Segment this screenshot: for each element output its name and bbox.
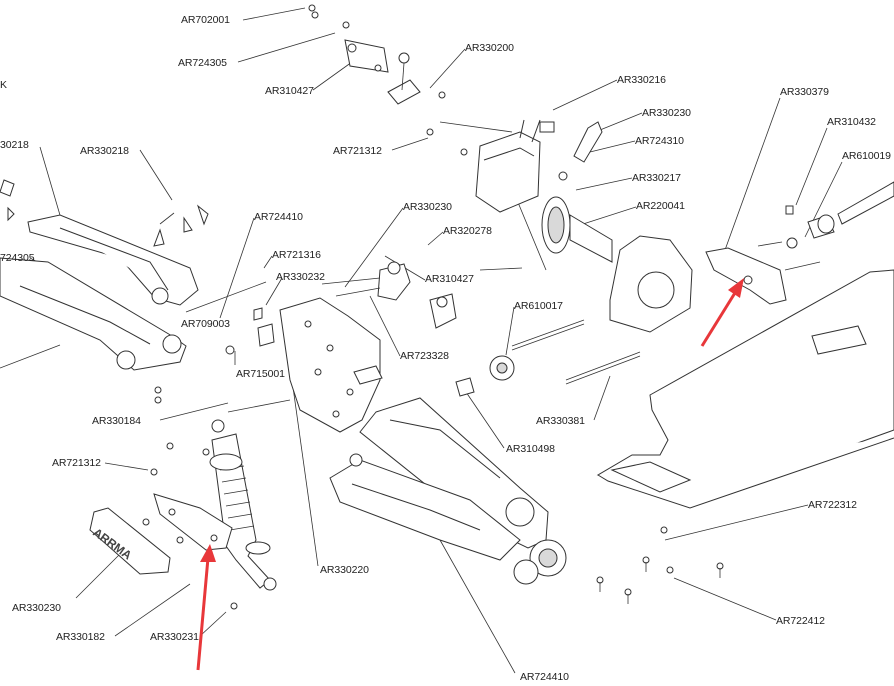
callout-ar330184: AR330184 [92, 415, 141, 427]
callout-k-partial: K [0, 79, 7, 91]
callout-ar330217: AR330217 [632, 172, 681, 184]
callout-ar724410-top: AR724410 [254, 211, 303, 223]
callout-ar330218: AR330218 [80, 145, 129, 157]
callout-ar724310: AR724310 [635, 135, 684, 147]
callout-ar722312: AR722312 [808, 499, 857, 511]
callout-ar610019: AR610019 [842, 150, 891, 162]
mount-plate [89, 507, 171, 575]
upper-suspension-arm [0, 179, 209, 371]
gearbox-assembly [308, 4, 693, 333]
rear-bulkhead [705, 181, 894, 305]
callout-ar320278: AR320278 [443, 225, 492, 237]
callout-ar709003: AR709003 [181, 318, 230, 330]
callout-ar310427-top: AR310427 [265, 85, 314, 97]
callout-ar610017: AR610017 [514, 300, 563, 312]
callout-ar310432: AR310432 [827, 116, 876, 128]
callout-ar330379: AR330379 [780, 86, 829, 98]
callout-ar721312-left: AR721312 [52, 457, 101, 469]
red-arrows [196, 278, 744, 671]
chassis-plate [596, 269, 894, 509]
lower-suspension-arm [329, 397, 567, 585]
callout-ar724410-bottom: AR724410 [520, 671, 569, 683]
callout-ar330230-bottom: AR330230 [12, 602, 61, 614]
pins-and-shafts [185, 281, 724, 604]
callout-ar310498: AR310498 [506, 443, 555, 455]
callout-ar330381: AR330381 [536, 415, 585, 427]
callout-ar330231: AR330231 [150, 631, 199, 643]
callout-ar715001: AR715001 [236, 368, 285, 380]
callout-ar330182: AR330182 [56, 631, 105, 643]
callout-ar702001: AR702001 [181, 14, 230, 26]
callout-ar330220: AR330220 [320, 564, 369, 576]
callout-ar310427-mid: AR310427 [425, 273, 474, 285]
callout-ar724305-left: 724305 [0, 252, 35, 264]
callout-ar723328: AR723328 [400, 350, 449, 362]
callout-ar722412: AR722412 [776, 615, 825, 627]
callout-ar330230-top: AR330230 [642, 107, 691, 119]
shock-absorber [150, 386, 277, 610]
callout-ar330232: AR330232 [276, 271, 325, 283]
callout-ar330218-left: 30218 [0, 139, 29, 151]
callout-ar330216: AR330216 [617, 74, 666, 86]
callout-ar721316: AR721316 [272, 249, 321, 261]
callout-ar330230-mid: AR330230 [403, 201, 452, 213]
leader-lines [0, 7, 843, 674]
callout-ar220041: AR220041 [636, 200, 685, 212]
hinge-pin-brace [142, 493, 233, 551]
callout-ar724305-top: AR724305 [178, 57, 227, 69]
shock-tower [225, 261, 457, 433]
callout-ar721312-top: AR721312 [333, 145, 382, 157]
callout-ar330200: AR330200 [465, 42, 514, 54]
